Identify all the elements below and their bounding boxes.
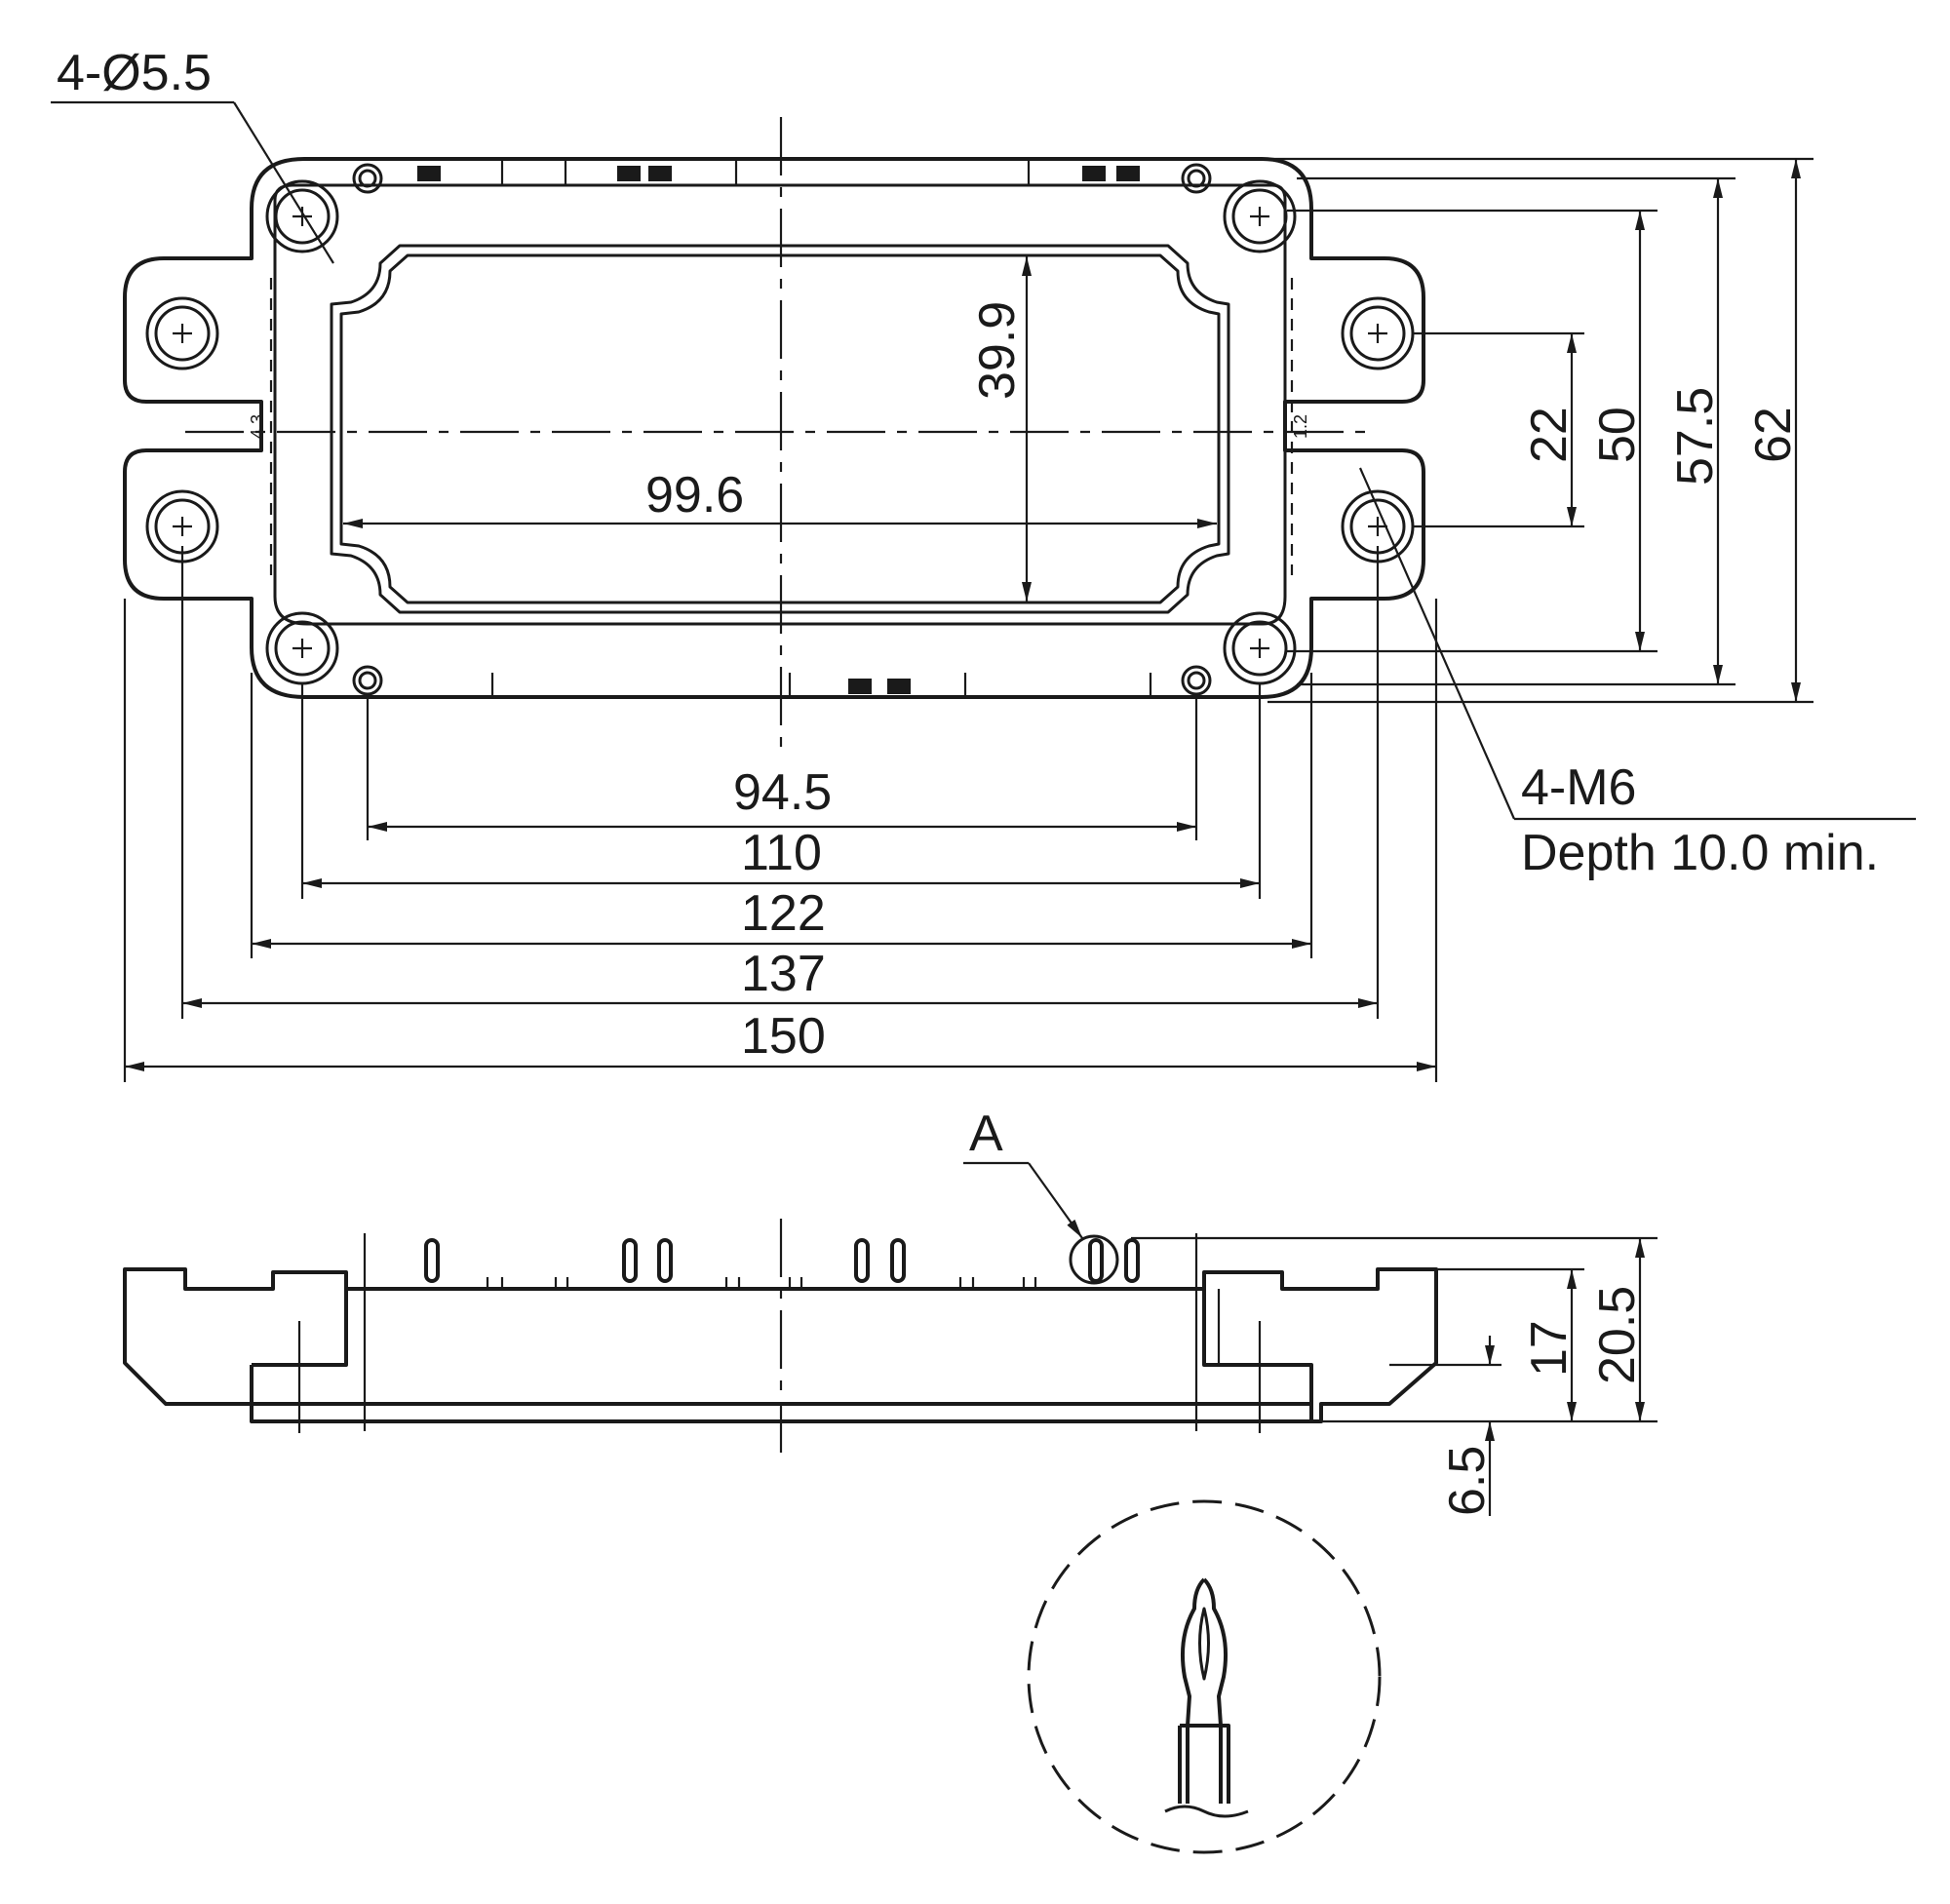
detail-a-view [1027,1499,1382,1854]
edge-ribs [490,159,1152,697]
dim-17-label: 17 [1521,1320,1578,1377]
gap-right-label: 1.2 [1291,414,1310,439]
dim-110-label: 110 [741,825,822,881]
dim-inner-height-label: 39.9 [969,301,1026,400]
gap-left-label: 4.3 [248,414,267,439]
dim-50-label: 50 [1589,407,1646,463]
dim-62-label: 62 [1745,407,1802,463]
lid-outline-inner [339,253,1221,604]
thread-depth-label: Depth 10.0 min. [1521,825,1879,881]
detail-a-boundary [1027,1499,1382,1854]
detail-a-marker-circle [1069,1234,1119,1285]
dim-inner-width-label: 99.6 [645,467,744,524]
dim-150-label: 150 [741,1008,826,1065]
terminal-boss-right-upper [1341,296,1415,370]
signal-pin-blocks [417,166,1140,694]
detail-a-label: A [969,1106,1003,1162]
mount-boss-top-left [265,179,339,253]
lid-outline-outer [330,244,1230,614]
terminal-boss-left-upper [145,296,219,370]
dim-137-label: 137 [741,946,826,1002]
dim-6-5-label: 6.5 [1439,1446,1496,1516]
side-view: A 17 20.5 6.5 [123,1106,1658,1516]
top-view-dimensions: 39.9 99.6 94.5 110 122 137 150 [51,45,1916,1082]
dim-22-label: 22 [1521,407,1578,463]
top-view: 4.3 1.2 [123,117,1425,751]
thread-callout-label: 4-M6 [1521,759,1636,816]
dim-122-label: 122 [741,885,826,942]
side-signal-pins [424,1238,1140,1283]
mount-boss-top-right [1223,179,1297,253]
dim-20-5-label: 20.5 [1589,1286,1646,1384]
hole-callout-label: 4-Ø5.5 [57,45,212,101]
dim-94-5-label: 94.5 [733,764,832,821]
press-fit-pin-detail [1181,1577,1228,1804]
dim-57-5-label: 57.5 [1667,387,1724,486]
housing-outline [123,157,1425,699]
